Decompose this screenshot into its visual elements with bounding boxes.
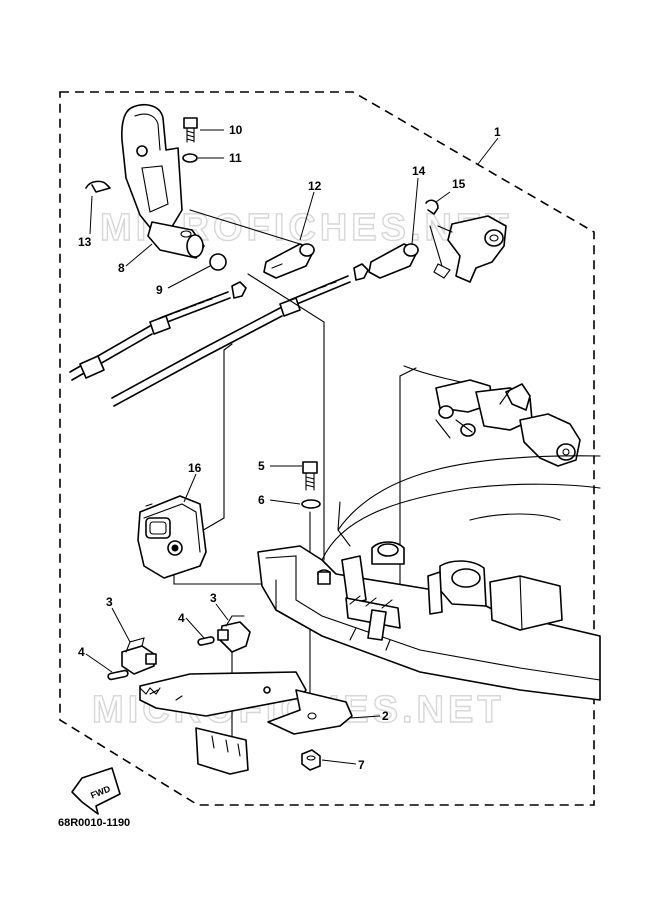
- bracket-part-2: [217, 615, 251, 653]
- callout-6: 6: [258, 493, 265, 507]
- wire-bracket-part: [139, 687, 249, 775]
- guide-line-3: [399, 367, 417, 593]
- guide-line-1: [199, 343, 233, 533]
- callout-3a: 3: [106, 595, 113, 609]
- clip-part-2: [425, 199, 439, 215]
- bottom-cowling: [257, 455, 601, 701]
- guide-line-2: [247, 273, 325, 561]
- callout-8: 8: [118, 261, 125, 275]
- forward-arrow-icon: FWD: [71, 767, 121, 815]
- bracket-plate-part: [139, 671, 353, 735]
- washer-part: [182, 153, 198, 163]
- callout-3b: 3: [210, 591, 217, 605]
- cable-nut: [231, 281, 247, 299]
- callout-11: 11: [229, 151, 242, 165]
- callout-1: 1: [494, 125, 501, 139]
- callout-9: 9: [156, 283, 163, 297]
- callout-2: 2: [382, 709, 389, 723]
- cable-nut-2: [353, 263, 369, 281]
- pin-part-2: [197, 636, 215, 646]
- callout-13: 13: [78, 235, 92, 249]
- nut-part: [301, 749, 321, 771]
- o-ring-part: [209, 253, 227, 271]
- cable-joint-part-2: [368, 243, 419, 279]
- guide-line-8: [437, 225, 453, 233]
- callout-5: 5: [258, 459, 265, 473]
- cable-joint-part: [263, 243, 315, 279]
- engine-linkage: [403, 365, 581, 467]
- callout-14: 14: [412, 164, 426, 178]
- pin-part: [107, 669, 129, 681]
- callout-16: 16: [188, 461, 202, 475]
- control-lever-part: [121, 104, 205, 259]
- bracket-part: [121, 637, 157, 675]
- clip-part: [85, 180, 111, 193]
- bolt-part: [183, 117, 198, 143]
- throttle-arm-part: [429, 215, 507, 283]
- callout-15: 15: [452, 177, 466, 191]
- callout-4b: 4: [178, 611, 185, 625]
- guide-line-7: [189, 209, 301, 245]
- washer-part-2: [301, 499, 321, 509]
- bolt-part-2: [302, 461, 318, 491]
- callout-12: 12: [308, 179, 322, 193]
- cables-part: [69, 275, 351, 407]
- panel-cover-part: [137, 495, 207, 579]
- callout-7: 7: [358, 758, 365, 772]
- drawing-code: 68R0010-1190: [58, 817, 130, 829]
- callout-4a: 4: [78, 645, 85, 659]
- assembly-boundary: [59, 91, 595, 806]
- callout-10: 10: [229, 123, 243, 137]
